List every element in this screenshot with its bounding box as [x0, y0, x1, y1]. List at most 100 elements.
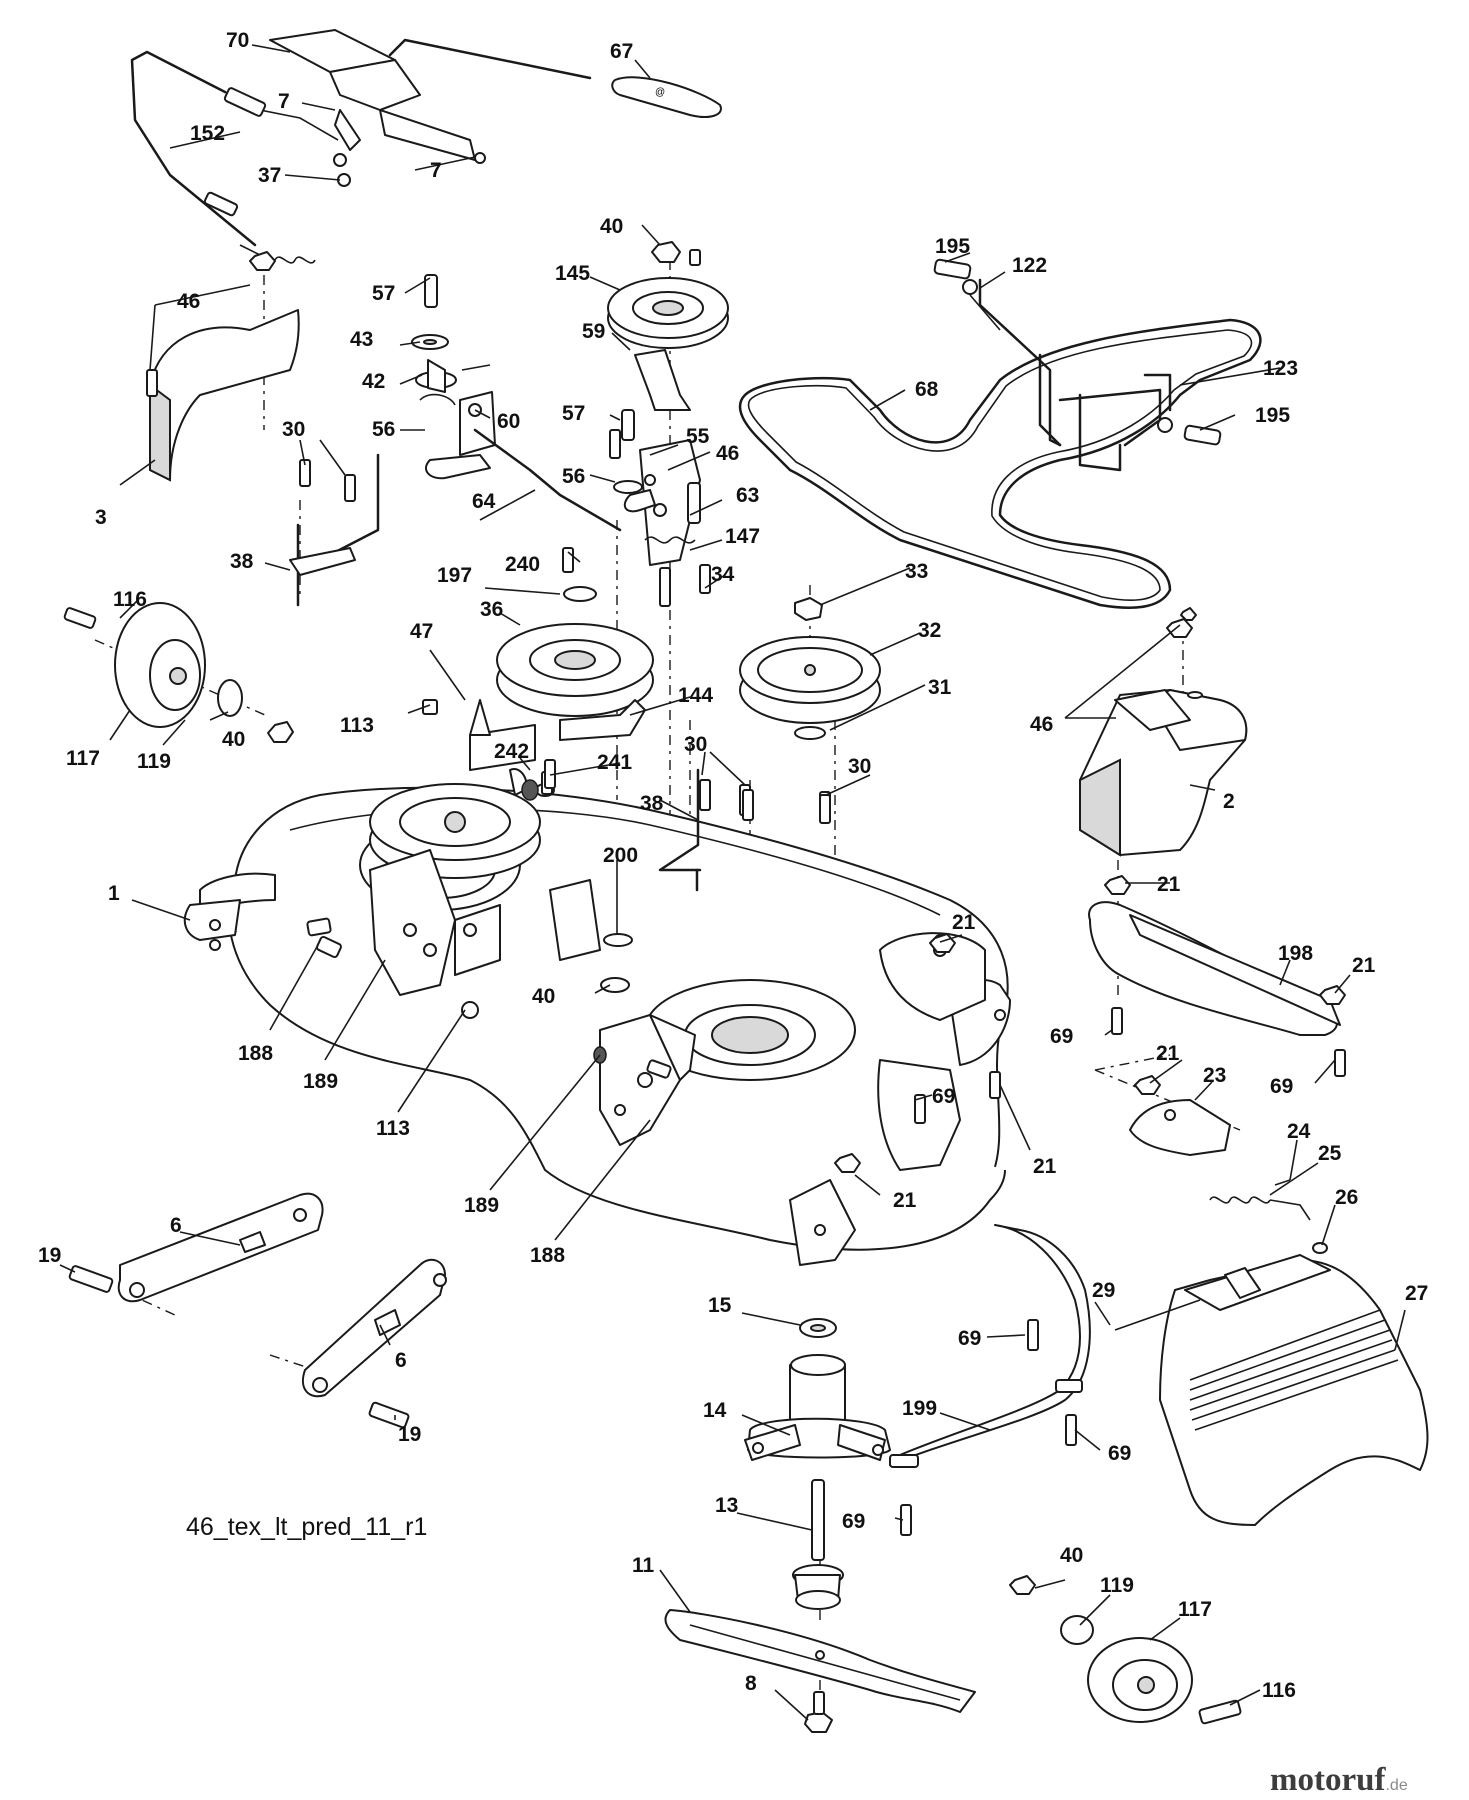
callout-40: 40	[532, 985, 555, 1008]
callout-69: 69	[842, 1510, 865, 1533]
callout-32: 32	[918, 619, 941, 642]
callout-40: 40	[1060, 1544, 1083, 1567]
callout-43: 43	[350, 328, 373, 351]
callout-19: 19	[398, 1423, 421, 1446]
callout-69: 69	[1270, 1075, 1293, 1098]
callout-197: 197	[437, 564, 472, 587]
callout-21: 21	[1033, 1155, 1057, 1178]
callout-60: 60	[497, 410, 520, 433]
callout-7: 7	[278, 90, 290, 113]
blade-spindle-assembly	[744, 1318, 891, 1610]
deck-main-pulley	[369, 699, 541, 879]
callout-69: 69	[958, 1327, 981, 1350]
anti-scalp-bracket-lower	[302, 1258, 447, 1429]
mower-deck-shell	[183, 786, 1011, 1251]
callout-30: 30	[282, 418, 305, 441]
callout-200: 200	[603, 844, 638, 867]
callout-38: 38	[640, 792, 664, 815]
callout-21: 21	[952, 911, 976, 934]
callout-119: 119	[137, 750, 171, 773]
deck-hanger-bracket-left	[316, 849, 501, 1019]
callout-116: 116	[1262, 1679, 1296, 1702]
callout-69: 69	[1050, 1025, 1073, 1048]
callout-189: 189	[464, 1194, 499, 1217]
callout-7: 7	[430, 159, 442, 182]
callout-198: 198	[1278, 942, 1313, 965]
callout-30: 30	[848, 755, 871, 778]
callout-23: 23	[1203, 1064, 1226, 1087]
side-baffle-198	[1088, 875, 1346, 1077]
drawing-id-caption: 46_tex_lt_pred_11_r1	[186, 1513, 427, 1541]
callout-15: 15	[708, 1294, 732, 1317]
callout-6: 6	[170, 1214, 182, 1237]
callout-labels: 70 67 7 152 37 7 40 195 122 145 59 123 6…	[38, 29, 1428, 1702]
callout-leader-lines	[59, 44, 1406, 1721]
callout-46: 46	[177, 290, 200, 313]
callout-152: 152	[190, 122, 225, 145]
callout-33: 33	[905, 560, 928, 583]
callout-64: 64	[472, 490, 496, 513]
callout-27: 27	[1405, 1282, 1428, 1305]
gauge-wheel-right	[1009, 1575, 1242, 1725]
callout-37: 37	[258, 164, 281, 187]
callout-56: 56	[372, 418, 395, 441]
callout-29: 29	[1092, 1279, 1115, 1302]
callout-117: 117	[1178, 1598, 1212, 1621]
small-hardware	[146, 249, 1203, 1173]
callout-36: 36	[480, 598, 503, 621]
callout-69: 69	[932, 1085, 955, 1108]
callout-40: 40	[600, 215, 623, 238]
lift-arm-assembly: @	[130, 29, 722, 264]
callout-63: 63	[736, 484, 759, 507]
callout-34: 34	[711, 563, 735, 586]
callout-242: 242	[494, 740, 529, 763]
callout-113: 113	[340, 714, 374, 737]
svg-text:motoruf.de: motoruf.de	[1270, 1762, 1408, 1798]
callout-195: 195	[1255, 404, 1290, 427]
callout-195: 195	[935, 235, 970, 258]
callout-199: 199	[902, 1397, 937, 1420]
callout-40: 40	[222, 728, 245, 751]
deck-hanger-bracket-right	[593, 1014, 696, 1146]
callout-116: 116	[113, 588, 147, 611]
callout-145: 145	[555, 262, 590, 285]
spring-bracket-left	[289, 453, 380, 607]
callout-21: 21	[1157, 873, 1181, 896]
callout-189: 189	[303, 1070, 338, 1093]
discharge-chute-27	[1114, 1254, 1429, 1526]
callout-240: 240	[505, 553, 540, 576]
callout-31: 31	[928, 676, 952, 699]
callout-123: 123	[1263, 357, 1298, 380]
callout-56: 56	[562, 465, 585, 488]
callout-147: 147	[725, 525, 760, 548]
watermark-brand-main: motoruf	[1270, 1762, 1386, 1798]
anti-scalp-bracket-upper	[68, 1192, 324, 1303]
callout-38: 38	[230, 550, 254, 573]
callout-57: 57	[372, 282, 395, 305]
belt-cover-left	[149, 309, 300, 482]
mower-blade-11	[664, 1609, 976, 1733]
callout-2: 2	[1223, 790, 1235, 813]
callout-46: 46	[1030, 713, 1053, 736]
drive-belt-68	[738, 318, 1262, 609]
callout-57: 57	[562, 402, 585, 425]
callout-70: 70	[226, 29, 249, 52]
callout-25: 25	[1318, 1142, 1342, 1165]
callout-21: 21	[1352, 954, 1376, 977]
spindle-pulley-32	[739, 597, 881, 740]
callout-69: 69	[1108, 1442, 1131, 1465]
callout-26: 26	[1335, 1186, 1358, 1209]
idler-pulley-upper-145	[607, 241, 729, 411]
callout-188: 188	[530, 1244, 565, 1267]
chute-hinge-bracket-23	[1129, 1075, 1328, 1254]
callout-21: 21	[1156, 1042, 1180, 1065]
callout-67: 67	[610, 40, 633, 63]
belt-guide-bracket-123	[933, 258, 1222, 472]
callout-42: 42	[362, 370, 385, 393]
belt-cover-right	[1079, 689, 1248, 857]
callout-117: 117	[66, 747, 100, 770]
gauge-wheel-left	[63, 602, 294, 743]
callout-24: 24	[1287, 1120, 1311, 1143]
watermark-brand-suffix: .de	[1385, 1777, 1407, 1794]
svg-text:@: @	[655, 87, 665, 98]
